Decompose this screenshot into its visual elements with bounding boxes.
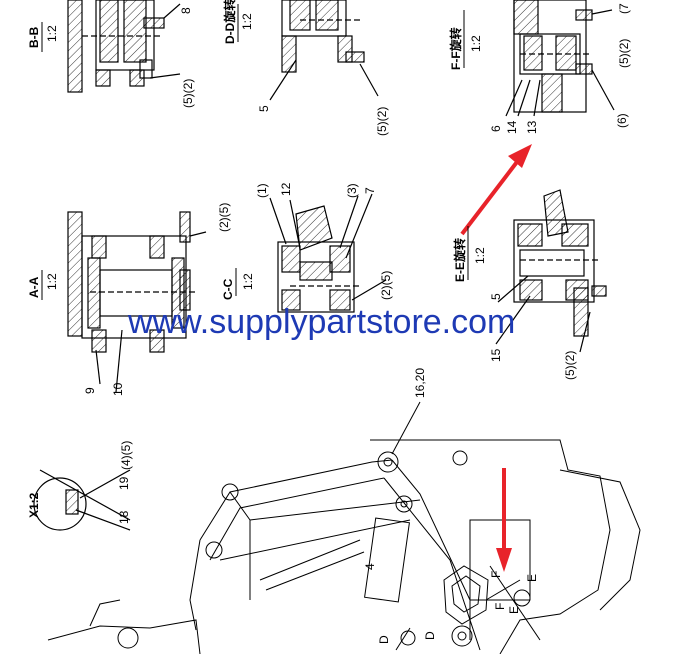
section-aa-view bbox=[67, 211, 207, 393]
callout-dd-5-2: (5)(2) bbox=[375, 107, 389, 136]
section-cc-title: C-C 1:2 bbox=[221, 268, 255, 300]
callout-ff-14: 14 bbox=[505, 120, 519, 134]
callout-main-d2: D bbox=[423, 631, 437, 640]
section-aa-title: A-A 1:2 bbox=[27, 270, 59, 300]
section-cc-view bbox=[269, 193, 387, 313]
callout-cc-7: 7 bbox=[363, 187, 377, 194]
section-dd-view bbox=[269, 0, 379, 101]
callout-ff-5-2: (5)(2) bbox=[617, 39, 631, 68]
section-bb-view bbox=[67, 0, 181, 93]
watermark-text: www.supplypartstore.com bbox=[128, 303, 516, 341]
section-aa-name: A-A bbox=[27, 276, 41, 298]
callout-ff-6b: (6) bbox=[615, 113, 629, 128]
section-ff-title: F-F旋转 1:2 bbox=[448, 10, 483, 70]
callout-ff-7: (7 bbox=[617, 3, 631, 14]
callout-main-16-20: 16,20 bbox=[413, 368, 427, 398]
callout-dd-5: 5 bbox=[257, 105, 271, 112]
detail-x-view bbox=[33, 469, 131, 531]
callout-main-f2: F bbox=[493, 603, 507, 610]
callout-x-18: 18 bbox=[117, 510, 131, 524]
section-cc-name: C-C bbox=[221, 278, 235, 300]
section-ee-view bbox=[495, 189, 607, 353]
section-ff-view bbox=[505, 0, 615, 117]
callout-bb-5-2: (5)(2) bbox=[181, 79, 195, 108]
callout-x-19: 19 bbox=[117, 476, 131, 490]
red-arrow-icon bbox=[496, 468, 512, 572]
main-assembly-view bbox=[47, 439, 641, 654]
section-ee-name: E-E旋转 bbox=[452, 238, 467, 282]
section-bb-scale: 1:2 bbox=[45, 25, 59, 42]
callout-main-4: 4 bbox=[363, 563, 377, 570]
red-arrow-icon bbox=[460, 144, 532, 236]
callout-cc-3: (3) bbox=[345, 183, 359, 198]
leader-16-20 bbox=[391, 401, 421, 455]
section-dd-scale: 1:2 bbox=[240, 13, 254, 30]
callout-ff-6: 6 bbox=[489, 125, 503, 132]
section-ee-title: E-E旋转 1:2 bbox=[452, 226, 487, 282]
callout-bb-8: 8 bbox=[179, 7, 193, 14]
callout-ee-5: 5 bbox=[489, 293, 503, 300]
section-cc-scale: 1:2 bbox=[241, 273, 255, 290]
section-bb-title: B-B 1:2 bbox=[27, 22, 59, 52]
callout-cc-1: (1) bbox=[255, 183, 269, 198]
callout-main-e1: E bbox=[525, 574, 539, 582]
callout-main-d1: D bbox=[377, 635, 391, 644]
callout-aa-10: 10 bbox=[111, 382, 125, 396]
callout-ee-15: 15 bbox=[489, 348, 503, 362]
callout-x-4-5: (4)(5) bbox=[119, 441, 133, 470]
section-dd-name: D-D旋转 bbox=[222, 0, 237, 44]
callout-aa-9: 9 bbox=[83, 387, 97, 394]
section-ee-scale: 1:2 bbox=[473, 247, 487, 264]
section-aa-scale: 1:2 bbox=[45, 273, 59, 290]
section-dd-title: D-D旋转 1:2 bbox=[222, 0, 254, 44]
section-ff-scale: 1:2 bbox=[469, 35, 483, 52]
callout-ff-13: 13 bbox=[525, 120, 539, 134]
callout-aa-2-5: (2)(5) bbox=[217, 203, 231, 232]
callout-main-f1: F bbox=[489, 571, 503, 578]
section-ff-name: F-F旋转 bbox=[448, 27, 463, 70]
detail-x-name: X1:2 bbox=[27, 492, 41, 518]
callout-cc-12: 12 bbox=[279, 182, 293, 196]
callout-cc-2-5: (2)(5) bbox=[379, 271, 393, 300]
section-bb-name: B-B bbox=[27, 26, 41, 48]
callout-ee-5-2: (5)(2) bbox=[563, 351, 577, 380]
callout-main-e2: E bbox=[507, 606, 521, 614]
